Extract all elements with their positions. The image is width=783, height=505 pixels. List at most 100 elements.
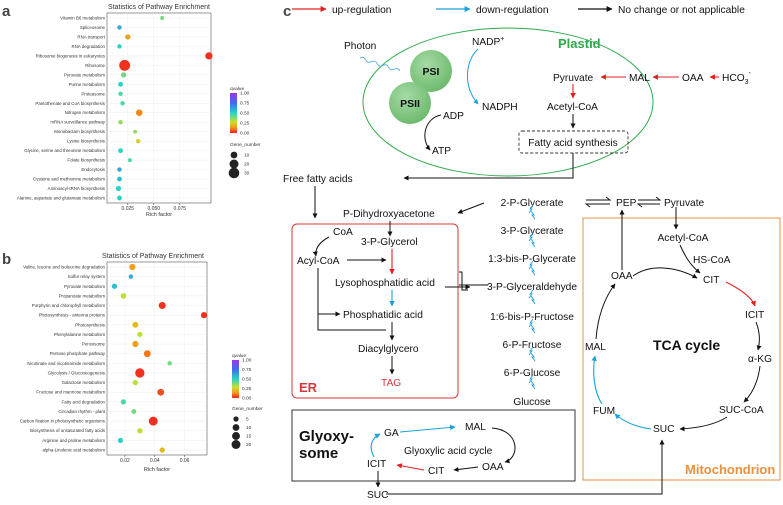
- category-label: Valine, leucine and isoleucine degradati…: [23, 265, 105, 270]
- adp-label: ADP: [443, 111, 464, 122]
- category-label: Monobactam biosynthesis: [54, 129, 106, 134]
- akg-to-succoa-arrow: [743, 365, 761, 403]
- reversible-arrow: [528, 204, 536, 220]
- atp-label: ATP: [432, 146, 451, 157]
- mal-to-oaa-arrow: [491, 427, 516, 464]
- panel-a-legend: qvalue 1.000.750.500.250.00 Gene_number …: [228, 86, 261, 179]
- mitochondrion: Mitochondrion Acetyl-CoA HS-CoA OAA CIT …: [386, 207, 781, 495]
- panel-a-x-label: Rich factor: [146, 212, 172, 218]
- data-point: [200, 312, 208, 319]
- data-point: [115, 185, 122, 192]
- panel-a-qvalue-colorbar: [230, 93, 237, 133]
- er-membrane: [291, 223, 459, 399]
- mito-mal: MAL: [585, 342, 606, 353]
- data-point: [129, 263, 136, 271]
- er-coa: CoA: [333, 227, 353, 238]
- icit-to-ga-arrow: [370, 433, 381, 458]
- er-label: ER: [299, 380, 318, 395]
- category-label: Porphyrin and chlorophyll metabolism: [32, 303, 106, 308]
- size-legend-dot: [230, 151, 238, 159]
- panel-b-title: Statistics of Pathway Enrichment: [102, 253, 204, 260]
- data-point: [117, 167, 122, 172]
- panel-a-qvalue-title: qvalue: [230, 86, 244, 92]
- panel-b-qvalue-title: qvalue: [232, 353, 246, 359]
- plastid-label: Plastid: [558, 36, 601, 51]
- panel-a-letter: a: [2, 3, 11, 20]
- fum-to-mal-arrow: [591, 355, 603, 405]
- icit-to-akg-arrow: [755, 321, 762, 351]
- data-point: [159, 447, 165, 453]
- category-label: Alanine, aspartate and glutamate metabol…: [17, 196, 105, 201]
- panel-c: c up-regulation down-regulation No chang…: [283, 3, 781, 501]
- psi-label: PSI: [423, 66, 440, 78]
- glucose: Glucose: [513, 397, 551, 408]
- size-legend-label: 15: [246, 434, 252, 440]
- glyoxysome-label-2: some: [299, 445, 338, 462]
- free-fatty-acids: Free fatty acids: [283, 174, 353, 185]
- glycerol-3p: 3-P-Glycerol: [361, 237, 418, 248]
- data-point: [133, 129, 138, 134]
- g6p: 6-P-Glucose: [504, 368, 561, 379]
- glyoxysome: Glyoxy- some GA MAL Glyoxylic acid cycle…: [291, 409, 576, 501]
- pep-pyruvate-reversible: [636, 196, 662, 208]
- category-label: Photosynthesis - antenna proteins: [39, 313, 106, 318]
- tag: TAG: [381, 378, 401, 389]
- data-point: [125, 34, 131, 40]
- mito-suc-coa: SUC-CoA: [719, 405, 764, 416]
- category-label: Photosynthesis: [75, 322, 106, 327]
- glyoxysome-suc: SUC: [367, 490, 389, 500]
- panel-b-category-labels: Valine, leucine and isoleucine degradati…: [20, 265, 106, 453]
- panel-b-qvalue-ticks: 1.000.750.500.250.00: [242, 358, 252, 402]
- category-label: Cysteine and methionine metabolism: [33, 177, 105, 182]
- category-label: Fructose and mannose metabolism: [36, 390, 105, 395]
- lysophosphatidic-acid: Lysophosphatidic acid: [335, 278, 435, 289]
- data-point: [117, 195, 122, 201]
- category-label: Ribosome: [85, 63, 105, 68]
- size-legend-dot: [233, 416, 239, 422]
- category-label: Endocytosis: [81, 167, 105, 172]
- fatty-acid-synthesis-label: Fatty acid synthesis: [528, 138, 617, 149]
- panel-a-title: Statistics of Pathway Enrichment: [108, 4, 210, 11]
- plastid-hco3: HCO3-: [722, 70, 752, 86]
- data-point: [132, 379, 138, 386]
- f6p: 6-P-Fructose: [503, 340, 562, 351]
- qvalue-tick: 0.25: [242, 386, 252, 392]
- category-label: Propanoate metabolism: [59, 293, 106, 298]
- glyoxysome-mal: MAL: [465, 422, 486, 433]
- data-point: [120, 101, 125, 106]
- psi-complex: [410, 50, 452, 92]
- category-label: Galactose metabolism: [62, 380, 106, 385]
- reversible-arrow: [528, 260, 536, 276]
- plastid-pyruvate: Pyruvate: [553, 73, 594, 84]
- panel-a-size-title: Gene_number: [230, 142, 261, 148]
- data-point: [117, 437, 124, 444]
- down-regulation-label: down-regulation: [476, 5, 549, 16]
- data-point: [167, 361, 172, 366]
- up-regulation-label: up-regulation: [332, 5, 391, 16]
- acylcoa-to-dag-line: [317, 300, 386, 331]
- size-legend-dot: [229, 159, 239, 169]
- glyoxysome-ga: GA: [384, 428, 399, 439]
- data-point: [120, 399, 127, 405]
- data-point: [127, 158, 132, 163]
- category-label: mRNA surveillance pathway: [50, 120, 105, 125]
- reversible-arrow: [528, 232, 536, 248]
- reversible-arrow: [528, 318, 536, 334]
- glyoxysome-cit: CIT: [428, 466, 444, 477]
- glyoxysome-label-1: Glyoxy-: [299, 428, 354, 445]
- size-legend-label: 30: [244, 171, 250, 177]
- pep: PEP: [616, 198, 637, 209]
- data-point: [119, 59, 131, 71]
- er: ER P-Dihydroxyacetone CoA 3-P-Glycerol A…: [291, 209, 459, 399]
- category-label: Folate biosynthesis: [67, 158, 105, 163]
- category-label: Sulfur relay system: [68, 274, 106, 279]
- data-point: [117, 25, 122, 30]
- category-label: Lysine biosynthesis: [67, 139, 106, 144]
- gap: 3-P-Glyceraldehyde: [487, 282, 577, 293]
- mito-akg: α-KG: [748, 354, 772, 365]
- size-legend-label: 10: [246, 425, 252, 431]
